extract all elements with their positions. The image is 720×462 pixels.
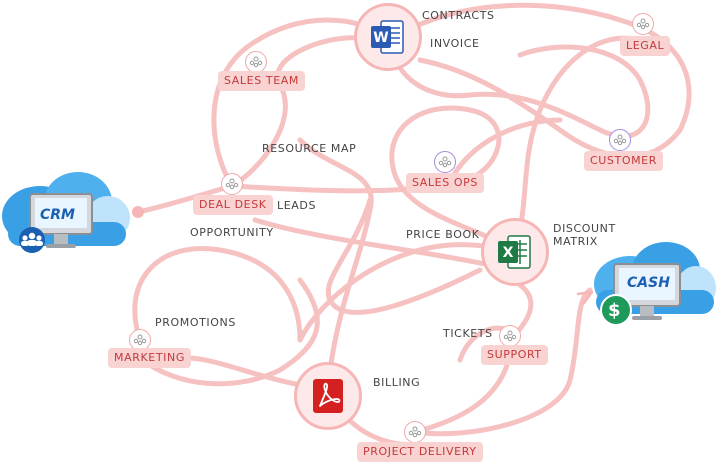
label-contracts: CONTRACTS: [422, 9, 495, 22]
label-leads: LEADS: [277, 199, 317, 212]
label-price-book: PRICE BOOK: [406, 228, 480, 241]
team-deal-desk: DEAL DESK: [193, 195, 273, 215]
crm-system-icon: [2, 172, 130, 253]
label-resource-map: RESOURCE MAP: [262, 142, 357, 155]
label-opportunity: OPPORTUNITY: [190, 226, 274, 239]
label-promotions: PROMOTIONS: [155, 316, 236, 329]
team-sales-team: SALES TEAM: [218, 71, 305, 91]
excel-hub: X: [481, 218, 549, 286]
cash-label: CASH: [627, 275, 670, 291]
team-support: SUPPORT: [481, 345, 548, 365]
excel-doc-icon: X: [498, 235, 531, 269]
svg-text:X: X: [503, 245, 514, 261]
dollar-icon: $: [608, 300, 621, 321]
word-doc-icon: W: [371, 20, 404, 54]
team-sales-ops: SALES OPS: [406, 173, 484, 193]
label-discount: DISCOUNT: [553, 222, 616, 235]
team-customer: CUSTOMER: [584, 151, 663, 171]
crm-connector-dot: [132, 206, 144, 218]
label-invoice: INVOICE: [430, 37, 480, 50]
label-tickets: TICKETS: [443, 327, 493, 340]
people-icon: [499, 325, 521, 347]
svg-text:W: W: [373, 30, 388, 46]
people-icon: [632, 13, 654, 35]
team-marketing: MARKETING: [108, 348, 191, 368]
label-matrix: MATRIX: [553, 235, 598, 248]
crm-label: CRM: [40, 207, 75, 223]
label-billing: BILLING: [373, 376, 421, 389]
people-icon: [245, 51, 267, 73]
people-icon: [434, 151, 456, 173]
pdf-doc-icon: [313, 379, 343, 413]
team-project-delivery: PROJECT DELIVERY: [357, 442, 483, 462]
people-icon: [404, 421, 426, 443]
word-hub: W: [354, 3, 422, 71]
people-icon: [221, 173, 243, 195]
cash-system-icon: [594, 242, 716, 326]
team-legal: LEGAL: [620, 36, 671, 56]
people-icon: [609, 129, 631, 151]
pdf-hub: [294, 362, 362, 430]
